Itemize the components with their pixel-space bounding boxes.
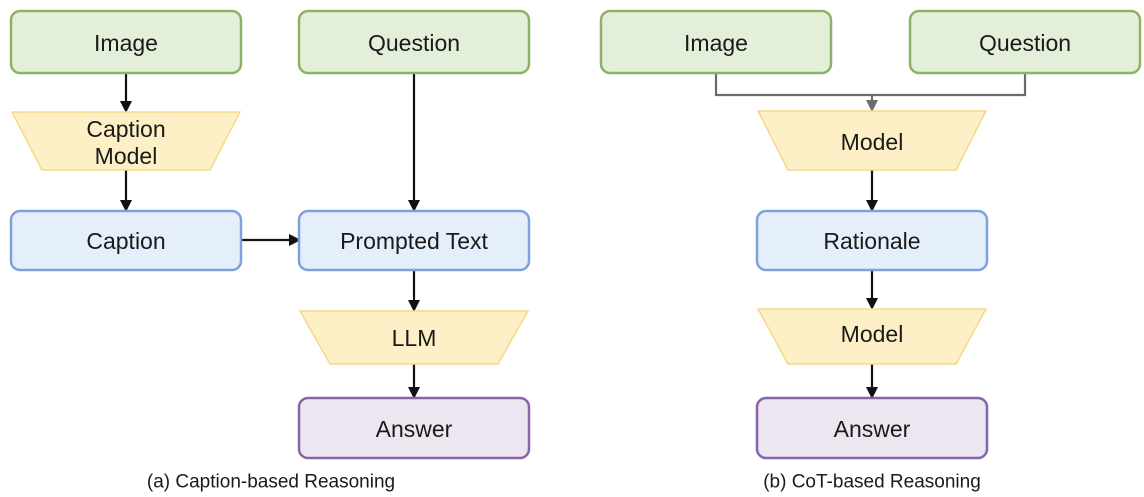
node-question-b-label: Question — [979, 30, 1071, 56]
panel-a-title: (a) Caption-based Reasoning — [147, 472, 395, 493]
panel-a: Image Question Caption Model Caption Pro… — [9, 9, 531, 493]
node-image-a: Image — [9, 9, 243, 75]
node-prompted-text-label: Prompted Text — [340, 228, 488, 254]
node-model-bottom: Model — [756, 308, 988, 365]
node-question-b: Question — [908, 9, 1142, 75]
node-answer-a: Answer — [297, 396, 531, 460]
edge-image-question-junction — [714, 73, 1027, 97]
node-image-b: Image — [599, 9, 833, 75]
node-llm: LLM — [298, 310, 530, 365]
node-caption-model-line1: Caption — [86, 116, 165, 142]
node-model-bottom-label: Model — [841, 321, 904, 347]
node-rationale-label: Rationale — [823, 228, 920, 254]
node-question-a: Question — [297, 9, 531, 75]
node-caption-model-line2: Model — [95, 143, 158, 169]
node-caption-label: Caption — [86, 228, 165, 254]
node-caption: Caption — [9, 209, 243, 272]
node-prompted-text: Prompted Text — [297, 209, 531, 272]
node-llm-label: LLM — [392, 325, 437, 351]
node-answer-b: Answer — [755, 396, 989, 460]
panel-b: Image Question Model Rationale Model Ans… — [599, 9, 1142, 493]
panel-b-title: (b) CoT-based Reasoning — [763, 472, 981, 493]
node-model-top-label: Model — [841, 129, 904, 155]
node-rationale: Rationale — [755, 209, 989, 272]
node-question-a-label: Question — [368, 30, 460, 56]
node-answer-b-label: Answer — [834, 416, 911, 442]
node-image-a-label: Image — [94, 30, 158, 56]
node-image-b-label: Image — [684, 30, 748, 56]
node-model-top: Model — [756, 110, 988, 171]
node-caption-model: Caption Model — [10, 111, 242, 171]
node-answer-a-label: Answer — [376, 416, 453, 442]
